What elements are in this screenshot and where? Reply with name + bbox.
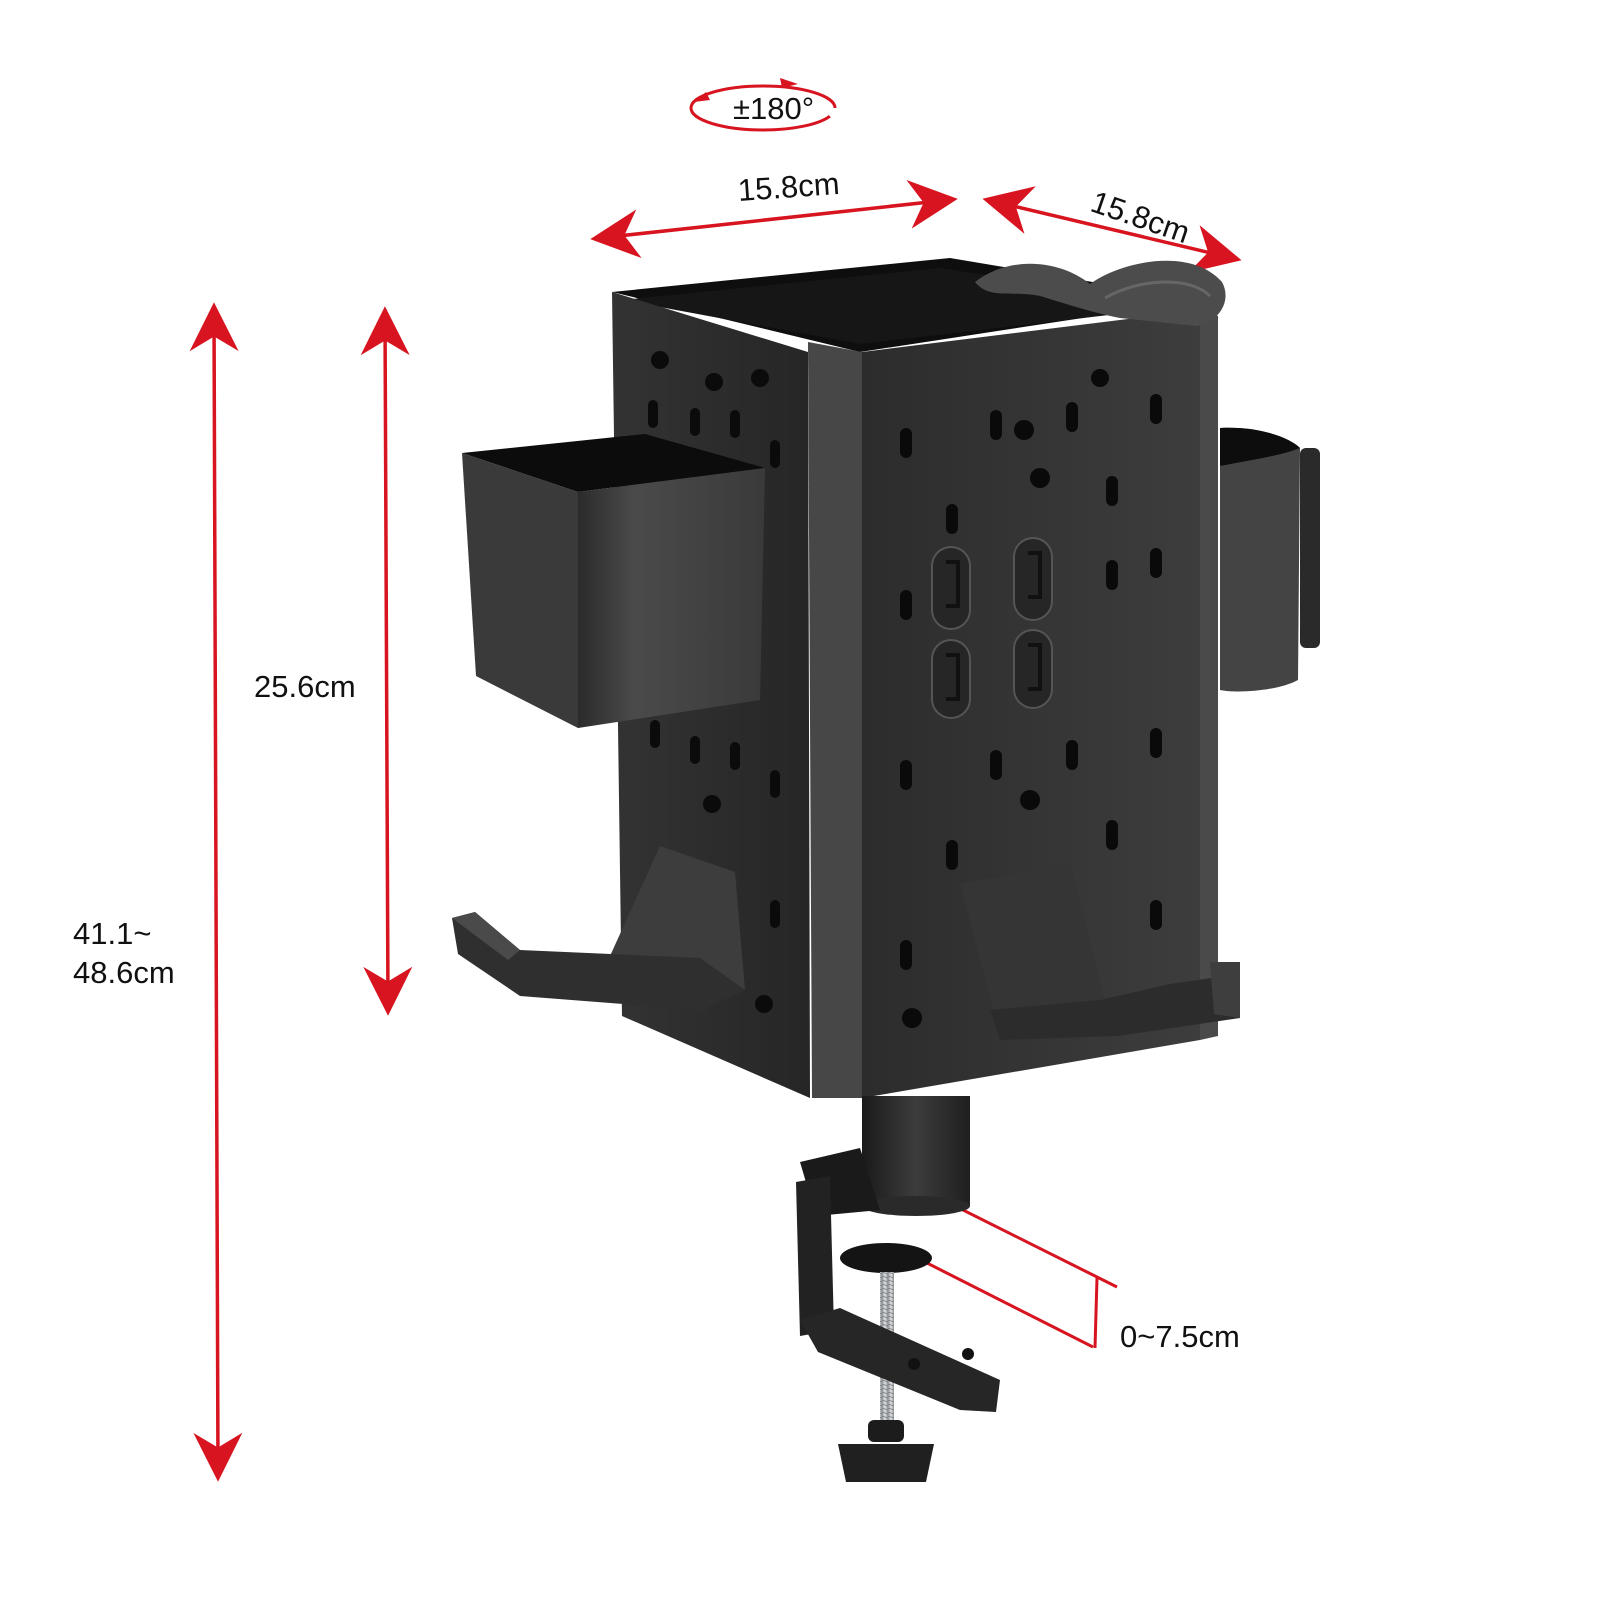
clamp-range-dimension-lines — [926, 1198, 1118, 1349]
width-dimension-line — [590, 179, 958, 259]
pegboard-holes-front — [900, 369, 1162, 1028]
rotation-label: ±180° — [733, 91, 815, 126]
width-label: 15.8cm — [736, 165, 841, 208]
total-height-line2: 48.6cm — [73, 954, 175, 990]
total-height-dimension-line — [189, 302, 243, 1482]
pegboard-hooks — [931, 537, 1053, 719]
box-height-dimension-line — [360, 306, 413, 1016]
headphone-hanger-left — [452, 846, 745, 1010]
round-cup-holder — [1220, 427, 1320, 692]
pegboard-holes-left — [648, 351, 780, 1013]
total-height-label: 41.1~ 48.6cm — [73, 915, 175, 993]
headphone-hanger-right — [960, 864, 1240, 1040]
depth-dimension-line — [982, 186, 1242, 273]
hook-pins — [946, 551, 1042, 701]
box-height-label: 25.6cm — [254, 669, 356, 704]
clamp-range-label: 0~7.5cm — [1120, 1319, 1240, 1354]
pole-and-clamp — [796, 1096, 1000, 1482]
total-height-line1: 41.1~ — [73, 916, 152, 951]
square-cup — [462, 434, 765, 728]
rotation-indicator — [689, 78, 837, 132]
